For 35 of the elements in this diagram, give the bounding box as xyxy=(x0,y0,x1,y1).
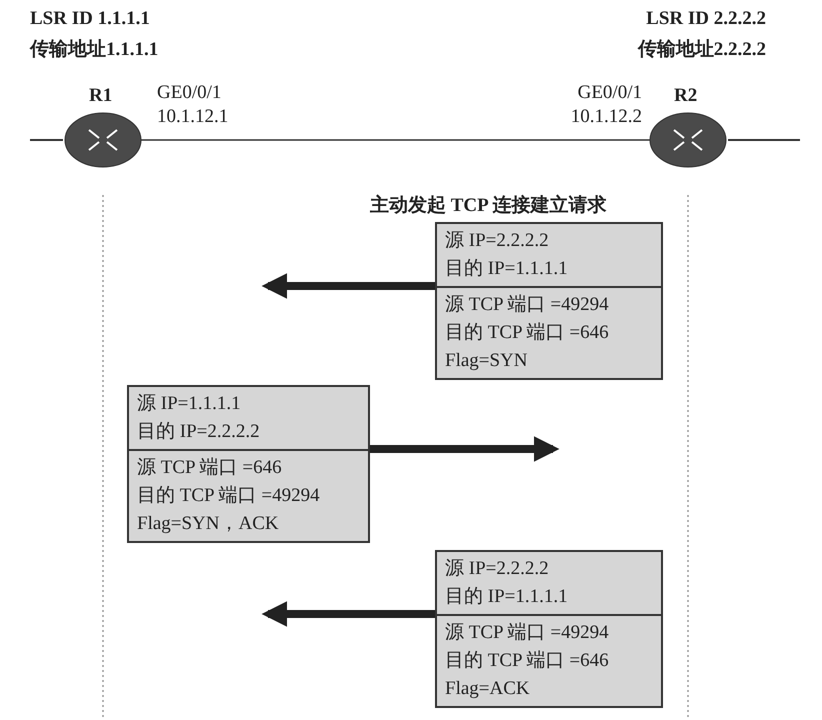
interface-ip: 10.1.12.1 xyxy=(157,106,228,128)
arrow xyxy=(262,601,435,627)
tcp-header-field: 源 TCP 端口 =49294 xyxy=(445,619,609,647)
router-name: R1 xyxy=(89,85,112,107)
router-id-label: LSR ID 1.1.1.1 xyxy=(30,8,150,30)
router-icon xyxy=(650,112,726,168)
tcp-header-field: Flag=ACK xyxy=(445,675,530,703)
ip-header-field: 目的 IP=1.1.1.1 xyxy=(445,255,568,283)
tcp-header-field: Flag=SYN xyxy=(445,347,528,375)
tcp-header-field: 源 TCP 端口 =646 xyxy=(137,454,282,482)
interface-name: GE0/0/1 xyxy=(157,82,222,104)
packet-box xyxy=(127,385,370,543)
transport-address-label: 传输地址2.2.2.2 xyxy=(638,38,766,62)
arrow xyxy=(370,436,560,462)
tcp-header-field: 目的 TCP 端口 =646 xyxy=(445,647,609,675)
interface-ip: 10.1.12.2 xyxy=(570,106,642,128)
caption-text: 主动发起 TCP 连接建立请求 xyxy=(370,194,606,218)
ip-header-field: 目的 IP=1.1.1.1 xyxy=(445,583,568,611)
tcp-header-field: 目的 TCP 端口 =49294 xyxy=(137,482,320,510)
router-name: R2 xyxy=(674,85,698,107)
arrow xyxy=(262,273,435,299)
packet-box xyxy=(435,222,663,380)
tcp-header-field: 源 TCP 端口 =49294 xyxy=(445,291,609,319)
ip-header-field: 源 IP=2.2.2.2 xyxy=(445,227,549,255)
tcp-header-field: Flag=SYN，ACK xyxy=(137,510,279,538)
ip-header-field: 目的 IP=2.2.2.2 xyxy=(137,418,260,446)
interface-name: GE0/0/1 xyxy=(578,82,642,104)
router-id-label: LSR ID 2.2.2.2 xyxy=(646,8,766,30)
packet-box xyxy=(435,550,663,708)
tcp-header-field: 目的 TCP 端口 =646 xyxy=(445,319,609,347)
ip-header-field: 源 IP=1.1.1.1 xyxy=(137,390,241,418)
ip-header-field: 源 IP=2.2.2.2 xyxy=(445,555,549,583)
router-icon xyxy=(64,112,142,168)
transport-address-label: 传输地址1.1.1.1 xyxy=(30,38,158,62)
link-line xyxy=(141,139,650,141)
